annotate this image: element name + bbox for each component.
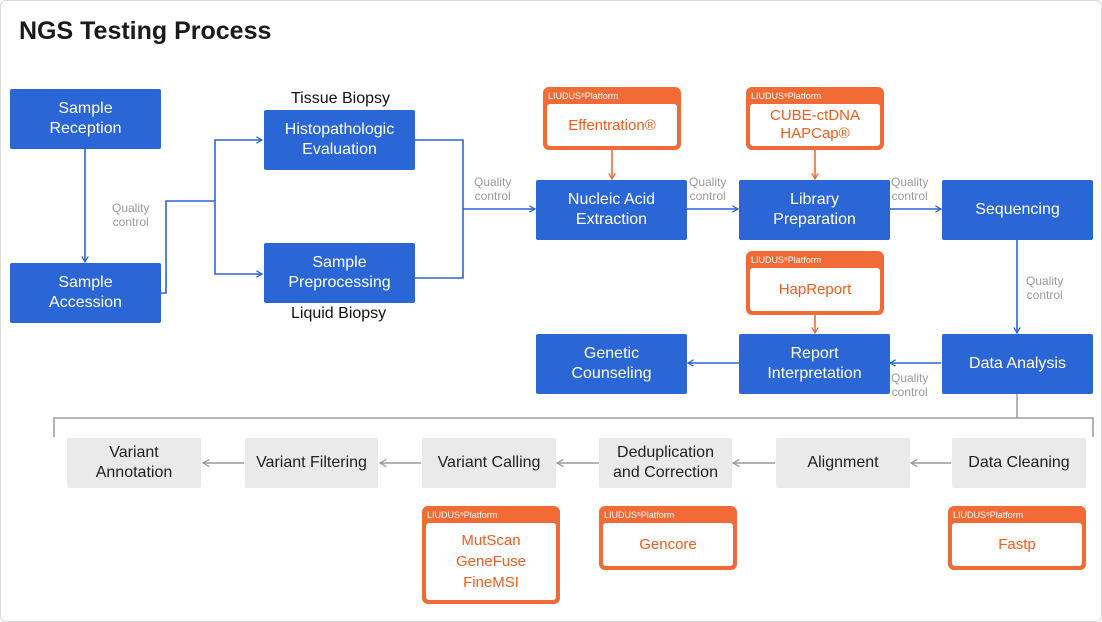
qc-label-extraction: Quality control <box>474 175 512 203</box>
stage-label: Sample Reception <box>49 100 122 137</box>
platform-header: LIUDUS® Platform <box>953 509 1024 520</box>
label-liquid-biopsy: Liquid Biopsy <box>291 305 387 322</box>
stage-sample-preprocessing: Sample Preprocessing <box>264 243 415 303</box>
connector-histopathologic-merge <box>415 139 464 209</box>
step-variant-annotation: Variant Annotation <box>67 438 201 488</box>
platform-header: LIUDUS® Platform <box>751 254 822 265</box>
stage-label: Sample Accession <box>49 274 122 311</box>
stage-label: Library Preparation <box>773 191 856 228</box>
platform-card-mutscan: LIUDUS® Platform MutScan GeneFuse FineMS… <box>422 506 560 604</box>
step-deduplication-correction: Deduplication and Correction <box>599 438 732 488</box>
platform-header: LIUDUS® Platform <box>604 509 675 520</box>
platform-card-fastp: LIUDUS® Platform Fastp <box>948 506 1086 570</box>
stage-sample-reception: Sample Reception <box>10 89 161 149</box>
step-label: Alignment <box>807 454 879 471</box>
step-alignment: Alignment <box>776 438 910 488</box>
arrow-split-to-histopathologic <box>214 136 264 201</box>
stage-label: Data Analysis <box>969 355 1066 372</box>
stage-label: Histopathologic Evaluation <box>284 121 395 158</box>
stage-data-analysis: Data Analysis <box>942 334 1093 394</box>
platform-card-gencore: LIUDUS® Platform Gencore <box>599 506 737 570</box>
step-label: Variant Filtering <box>256 454 367 471</box>
qc-label-sequencing: Quality control <box>891 175 929 203</box>
step-data-cleaning: Data Cleaning <box>952 438 1086 488</box>
stage-report-interpretation: Report Interpretation <box>739 334 890 394</box>
stage-label: Sequencing <box>975 201 1060 218</box>
stage-nucleic-acid-extraction: Nucleic Acid Extraction <box>536 180 687 240</box>
step-label: Variant Annotation <box>95 444 173 481</box>
qc-label-report: Quality control <box>891 371 929 399</box>
page-title: NGS Testing Process <box>19 17 272 45</box>
platform-card-cube-ctdna: LIUDUS® Platform CUBE-ctDNA HAPCap® <box>746 87 884 150</box>
qc-label-library: Quality control <box>689 175 727 203</box>
stage-label: Report Interpretation <box>767 345 862 382</box>
stage-sample-accession: Sample Accession <box>10 263 161 323</box>
step-label: Data Cleaning <box>968 454 1070 471</box>
step-variant-filtering: Variant Filtering <box>245 438 378 488</box>
stage-label: Nucleic Acid Extraction <box>567 191 656 228</box>
tool-cube-ctdna-hapcap: CUBE-ctDNA HAPCap® <box>750 104 880 146</box>
tool-fastp: Fastp <box>952 523 1082 566</box>
connector-preprocessing-merge <box>415 209 464 279</box>
platform-header: LIUDUS® Platform <box>548 90 619 101</box>
platform-header: LIUDUS® Platform <box>427 509 498 520</box>
stage-histopathologic-evaluation: Histopathologic Evaluation <box>264 110 415 170</box>
qc-label-data-analysis: Quality control <box>1026 274 1064 302</box>
tool-mutscan-genefuse-finemsi: MutScan GeneFuse FineMSI <box>426 523 556 600</box>
platform-card-effentration: LIUDUS® Platform Effentration® <box>543 87 681 150</box>
label-tissue-biopsy: Tissue Biopsy <box>291 90 390 107</box>
tool-hapreport: HapReport <box>750 268 880 311</box>
stage-label: Genetic Counseling <box>571 345 652 382</box>
platform-card-hapreport: LIUDUS® Platform HapReport <box>746 251 884 315</box>
stage-label: Sample Preprocessing <box>288 254 391 291</box>
qc-label-accession: Quality control <box>112 201 150 229</box>
step-label: Variant Calling <box>437 454 541 471</box>
tool-gencore: Gencore <box>603 523 733 566</box>
tool-effentration: Effentration® <box>547 104 677 146</box>
platform-header: LIUDUS® Platform <box>751 90 822 101</box>
bracket-analysis-pipeline <box>53 394 1094 437</box>
stage-library-preparation: Library Preparation <box>739 180 890 240</box>
arrow-split-to-preprocessing <box>214 201 264 278</box>
stage-sequencing: Sequencing <box>942 180 1093 240</box>
step-variant-calling: Variant Calling <box>422 438 556 488</box>
stage-genetic-counseling: Genetic Counseling <box>536 334 687 394</box>
step-label: Deduplication and Correction <box>613 444 718 481</box>
connector-accession-split <box>161 200 215 294</box>
